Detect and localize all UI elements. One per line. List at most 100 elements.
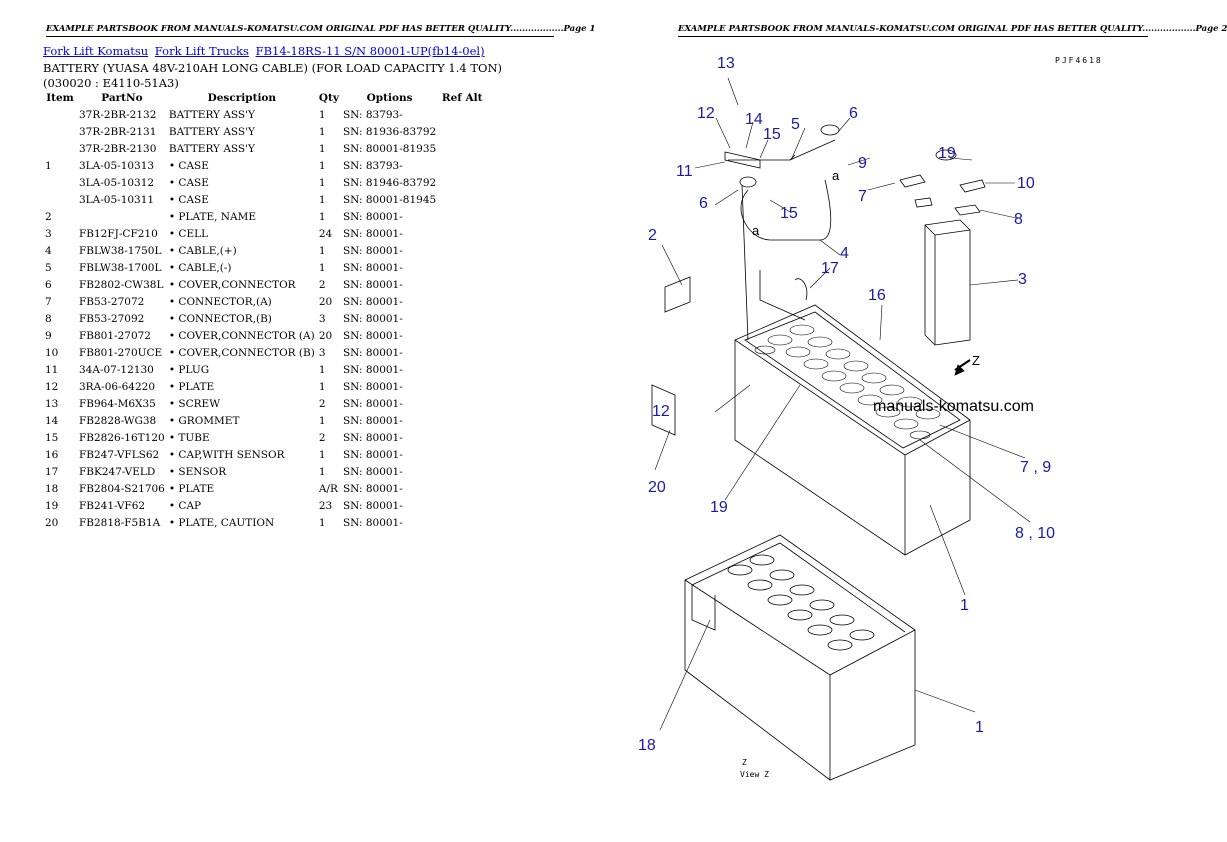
cell-item: 11 — [45, 364, 59, 376]
cell-options: SN: 80001- — [342, 449, 403, 461]
cell-options: SN: 80001- — [342, 381, 403, 393]
cell-partno: FB2826-16T120 — [79, 432, 165, 444]
cell-partno: 37R-2BR-2132 — [79, 109, 157, 121]
cell-item — [43, 141, 77, 158]
cell-partno: FB12FJ-CF210 — [79, 228, 158, 240]
callout-19-upper: 19 — [938, 145, 956, 162]
cell-options: SN: 80001-81945 — [342, 194, 437, 206]
parts-table: Item PartNo Description Qty Options Ref … — [43, 90, 486, 532]
column-header-item: Item — [46, 92, 74, 104]
cell-partno: 3LA-05-10311 — [79, 194, 155, 206]
breadcrumb-link-fork-lift-trucks[interactable]: Fork Lift Trucks — [154, 44, 249, 58]
cell-description: • CABLE,(+) — [168, 245, 237, 257]
cell-description: BATTERY ASS'Y — [168, 143, 255, 155]
cell-options: SN: 80001- — [342, 228, 403, 240]
callout-11: 11 — [676, 163, 693, 180]
cell-partno: FB241-VF62 — [79, 500, 146, 512]
cell-options: SN: 80001- — [342, 330, 403, 342]
cell-options: SN: 81936-83792 — [342, 126, 437, 138]
cell-qty: 1 — [318, 449, 326, 461]
cell-item: 10 — [45, 347, 59, 359]
cell-description: • CONNECTOR,(B) — [168, 313, 272, 325]
cell-qty: A/R — [318, 483, 338, 495]
cell-ref-alt — [438, 107, 486, 124]
cell-qty: 1 — [318, 160, 326, 172]
cell-item: 17 — [45, 466, 59, 478]
cell-partno: FB964-M6X35 — [79, 398, 156, 410]
cell-item: 18 — [45, 483, 59, 495]
callout-8: 8 — [1014, 211, 1023, 228]
cell-qty: 20 — [318, 296, 333, 308]
cell-ref-alt — [438, 141, 486, 158]
callout-16: 16 — [868, 287, 886, 304]
cell-description: • CASE — [168, 177, 209, 189]
cell-qty: 1 — [318, 126, 326, 138]
cell-partno: FB2804-S21706 — [79, 483, 165, 495]
cell-qty: 2 — [318, 279, 326, 291]
callout-6-right: 6 — [849, 105, 858, 122]
cell-item — [43, 175, 77, 192]
cell-options: SN: 80001- — [342, 432, 403, 444]
cell-ref-alt — [438, 175, 486, 192]
cell-ref-alt — [438, 260, 486, 277]
cell-ref-alt — [438, 481, 486, 498]
cell-options: SN: 80001- — [342, 500, 403, 512]
cell-description: • COVER,CONNECTOR — [168, 279, 296, 291]
callout-5: 5 — [791, 116, 800, 133]
breadcrumb-link-model[interactable]: FB14-18RS-11 S/N 80001-UP(fb14-0el) — [255, 44, 485, 58]
caution-plate-part-20 — [651, 384, 676, 436]
cell-qty: 2 — [318, 398, 326, 410]
cell-description: • CONNECTOR,(A) — [168, 296, 272, 308]
cell-description: • SCREW — [168, 398, 220, 410]
watermark: manuals-komatsu.com — [873, 398, 1034, 415]
view-label-view-z: View Z — [740, 770, 769, 779]
cell-ref-alt — [438, 209, 486, 226]
cell-ref-alt — [438, 277, 486, 294]
view-label-z: Z — [742, 758, 747, 767]
name-plate-part-2 — [664, 276, 691, 313]
cell-description: BATTERY ASS'Y — [168, 126, 255, 138]
cell-description: • PLATE, CAUTION — [168, 517, 275, 529]
breadcrumb-link-fork-lift-komatsu[interactable]: Fork Lift Komatsu — [43, 44, 149, 58]
connector-parts — [739, 124, 986, 216]
cell-partno: FBK247-VELD — [79, 466, 156, 478]
cell-item: 7 — [45, 296, 52, 308]
cell-qty: 1 — [318, 245, 326, 257]
cell-item — [43, 107, 77, 124]
cell-partno: 37R-2BR-2130 — [79, 143, 157, 155]
cell-partno: FB53-27072 — [79, 296, 145, 308]
cell-description: • CABLE,(-) — [168, 262, 232, 274]
callout-3: 3 — [1018, 271, 1027, 288]
callout-7: 7 — [858, 188, 867, 205]
callout-17: 17 — [821, 260, 839, 277]
callout-4: 4 — [840, 245, 849, 262]
cell-ref-alt — [438, 345, 486, 362]
cell-ref-alt — [438, 311, 486, 328]
cell-qty: 1 — [318, 194, 326, 206]
cell-partno: FBLW38-1700L — [79, 262, 162, 274]
cell-item: 19 — [45, 500, 59, 512]
cell-description: • COVER,CONNECTOR (A) — [168, 330, 315, 342]
cell-qty: 20 — [318, 330, 333, 342]
cell-options: SN: 81946-83792 — [342, 177, 437, 189]
callout-6-left: 6 — [699, 195, 708, 212]
cell-options: SN: 80001- — [342, 466, 403, 478]
cell-partno: 37R-2BR-2131 — [79, 126, 157, 138]
cell-partno: 34A-07-12130 — [79, 364, 154, 376]
cell-description: • SENSOR — [168, 466, 227, 478]
cell-qty: 1 — [318, 517, 326, 529]
cell-ref-alt — [438, 413, 486, 430]
column-header-description: Description — [207, 92, 277, 104]
cell-description: • CELL — [168, 228, 209, 240]
cell-qty: 3 — [318, 347, 326, 359]
